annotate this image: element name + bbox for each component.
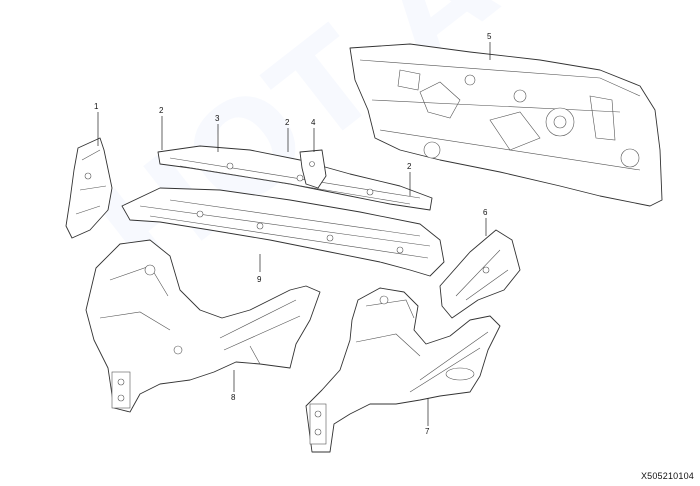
bracket-part-6 — [439, 229, 521, 319]
dash-panel-part-5 — [349, 43, 663, 207]
cowl-top-part-3 — [157, 145, 433, 211]
side-member-part-7 — [305, 287, 501, 453]
callout-1: 1 — [94, 102, 99, 111]
cowl-panel-part-9 — [121, 187, 445, 277]
callout-7: 7 — [425, 427, 430, 436]
callout-2-left: 2 — [159, 106, 164, 115]
callout-3: 3 — [215, 114, 220, 123]
callout-6: 6 — [483, 208, 488, 217]
side-member-part-8 — [85, 239, 321, 413]
callout-8: 8 — [231, 393, 236, 402]
callout-5: 5 — [487, 32, 492, 41]
reference-code: X505210104 — [640, 471, 694, 481]
callout-2-right: 2 — [407, 162, 412, 171]
callout-4: 4 — [311, 118, 316, 127]
bracket-part-4 — [299, 149, 327, 189]
callout-2-middle: 2 — [285, 118, 290, 127]
bracket-part-1 — [65, 137, 113, 239]
leader-lines — [97, 42, 491, 426]
callout-9: 9 — [257, 275, 262, 284]
